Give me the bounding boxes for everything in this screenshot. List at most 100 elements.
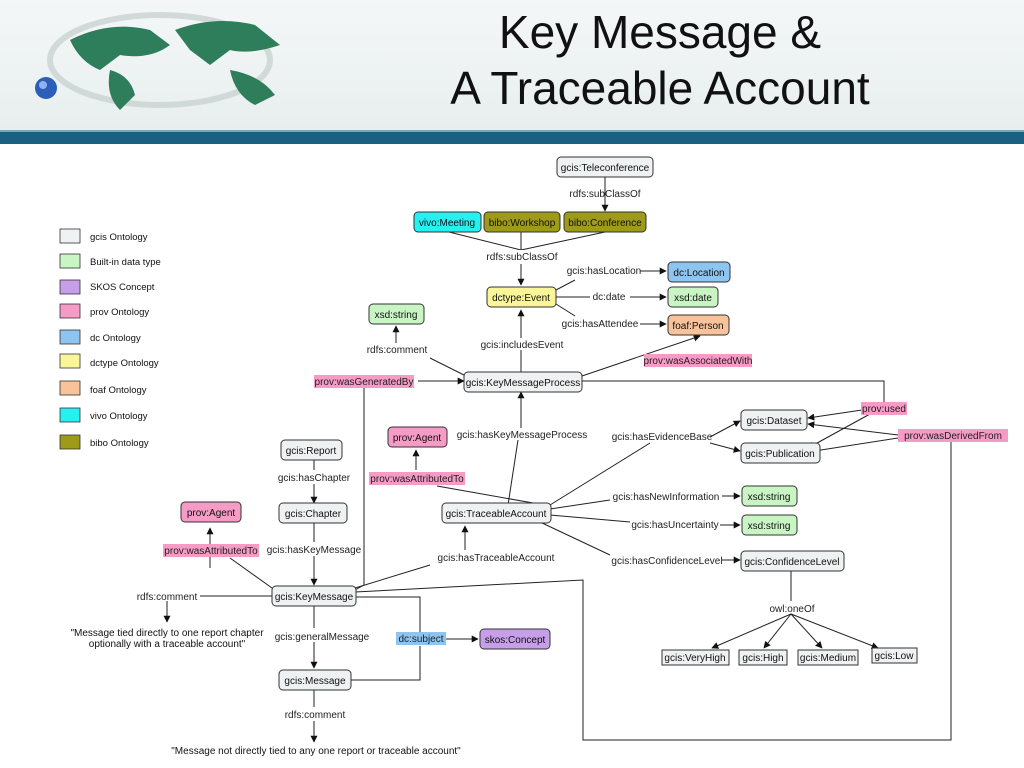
edge-derived-publication	[807, 437, 899, 455]
legend-label-bibo: bibo Ontology	[90, 438, 149, 449]
node-xsd-date: xsd:date	[674, 293, 712, 304]
legend: gcis Ontology Built-in data type SKOS Co…	[59, 228, 161, 450]
label-bg-generated	[314, 375, 414, 388]
label-bg-attributed-mid	[369, 472, 465, 485]
node-traceable-account: gcis:TraceableAccount	[446, 509, 547, 520]
label-has-traceable-account: gcis:hasTraceableAccount	[438, 553, 555, 564]
node-xsd-string-top-box	[368, 303, 425, 325]
node-confidence-level-box	[740, 550, 845, 572]
label-was-attributed-to-left: prov:wasAttributedTo	[164, 546, 258, 557]
node-chapter-box	[278, 502, 348, 524]
edge-event-person-a	[555, 303, 576, 317]
edge-process-person	[581, 334, 701, 377]
legend-label-gcis: gcis Ontology	[90, 232, 148, 243]
node-low-box	[871, 647, 918, 664]
label-has-confidence-level: gcis:hasConfidenceLevel	[611, 556, 722, 567]
note-keymessage-line2: optionally with a traceable account"	[89, 639, 246, 650]
node-dataset: gcis:Dataset	[746, 416, 801, 427]
label-prov-used: prov:used	[862, 404, 906, 415]
node-high: gcis:High	[742, 653, 783, 664]
label-includes-event: gcis:includesEvent	[481, 340, 564, 351]
edge-oneof-low	[790, 613, 879, 649]
edge-keymessage-account-a	[354, 564, 431, 589]
legend-label-foaf: foaf Ontology	[90, 385, 147, 396]
node-dctype-event-box	[486, 286, 557, 308]
edges	[163, 177, 952, 743]
label-has-evidence-base: gcis:hasEvidenceBase	[612, 432, 713, 443]
legend-swatch-skos	[59, 279, 81, 295]
label-has-new-information: gcis:hasNewInformation	[613, 492, 720, 503]
label-dc-date: dc:date	[593, 292, 626, 303]
label-has-attendee: gcis:hasAttendee	[562, 319, 639, 330]
label-rdfs-comment-process: rdfs:comment	[367, 345, 428, 356]
slide-title: Key Message & A Traceable Account	[300, 4, 1020, 116]
node-teleconference: gcis:Teleconference	[561, 163, 650, 174]
legend-label-builtin: Built-in data type	[90, 257, 161, 268]
note-message: "Message not directly tied to any one re…	[171, 746, 461, 757]
edge-account-confidence-a	[539, 521, 611, 556]
node-key-message: gcis:KeyMessage	[275, 592, 354, 603]
label-has-chapter: gcis:hasChapter	[278, 473, 351, 484]
edge-meeting-event	[448, 231, 522, 251]
node-bibo-workshop-box	[483, 211, 561, 233]
edge-message-subject	[351, 646, 421, 681]
node-xsd-string-uncert-box	[741, 514, 798, 536]
edge-used-dataset	[807, 409, 863, 421]
legend-swatch-builtin	[59, 253, 81, 269]
node-xsd-string-newinfo-box	[741, 485, 798, 507]
label-bg-derived	[898, 429, 1008, 442]
edge-evidence-publication	[709, 442, 741, 453]
edge-generated-by-keymessage	[354, 388, 365, 591]
label-bg-associated	[644, 354, 752, 367]
node-dctype-event: dctype:Event	[492, 293, 550, 304]
node-prov-agent-left: prov:Agent	[187, 508, 236, 519]
legend-label-prov: prov Ontology	[90, 307, 149, 318]
label-bg-used	[861, 402, 907, 415]
edge-conference-event	[520, 231, 606, 251]
node-message: gcis:Message	[284, 676, 346, 687]
header-divider	[0, 132, 1024, 144]
node-dataset-box	[740, 409, 808, 431]
legend-swatch-foaf	[59, 380, 81, 396]
node-dc-location: dc:Location	[673, 268, 724, 279]
node-low: gcis:Low	[875, 651, 915, 662]
node-chapter: gcis:Chapter	[285, 509, 342, 520]
edge-oneof-medium	[790, 613, 823, 649]
node-prov-agent-mid-box	[387, 426, 448, 448]
node-foaf-person-box	[667, 314, 730, 336]
node-xsd-string-newinfo: xsd:string	[748, 492, 791, 503]
node-key-message-process: gcis:KeyMessageProcess	[466, 378, 581, 389]
edge-oneof-veryhigh	[711, 613, 792, 649]
node-xsd-string-uncert: xsd:string	[748, 521, 791, 532]
node-vivo-meeting-box	[413, 211, 482, 233]
nodes: gcis:Teleconference vivo:Meeting bibo:Wo…	[180, 156, 918, 691]
node-prov-agent-mid: prov:Agent	[393, 433, 442, 444]
label-was-associated-with: prov:wasAssociatedWith	[644, 356, 753, 367]
node-key-message-process-box	[463, 371, 583, 393]
label-was-attributed-to-mid: prov:wasAttributedTo	[370, 474, 464, 485]
legend-swatch-prov	[59, 303, 81, 319]
node-very-high-box	[661, 649, 730, 666]
node-skos-concept: skos:Concept	[485, 635, 546, 646]
node-medium-box	[797, 649, 859, 666]
node-xsd-date-box	[667, 286, 719, 308]
node-vivo-meeting: vivo:Meeting	[419, 218, 475, 229]
title-line-2: A Traceable Account	[450, 62, 870, 114]
node-prov-agent-left-box	[180, 501, 242, 523]
label-owl-one-of: owl:oneOf	[769, 604, 814, 615]
label-was-derived-from: prov:wasDerivedFrom	[904, 431, 1002, 442]
edge-evidence-dataset	[709, 420, 741, 438]
node-medium: gcis:Medium	[800, 653, 856, 664]
node-message-box	[278, 669, 352, 691]
legend-swatch-gcis	[59, 228, 81, 244]
label-bg	[484, 250, 560, 264]
edge-derived-dataset	[807, 421, 899, 436]
label-rdfs-comment-keymessage: rdfs:comment	[137, 592, 198, 603]
node-skos-concept-box	[479, 628, 551, 650]
edge-account-uncert-a	[549, 514, 631, 523]
node-publication: gcis:Publication	[745, 449, 814, 460]
label-has-key-message-process: gcis:hasKeyMessageProcess	[457, 430, 588, 441]
edge-account-newinfo-a	[549, 499, 611, 510]
node-bibo-conference: bibo:Conference	[568, 218, 642, 229]
label-general-message: gcis:generalMessage	[275, 632, 370, 643]
